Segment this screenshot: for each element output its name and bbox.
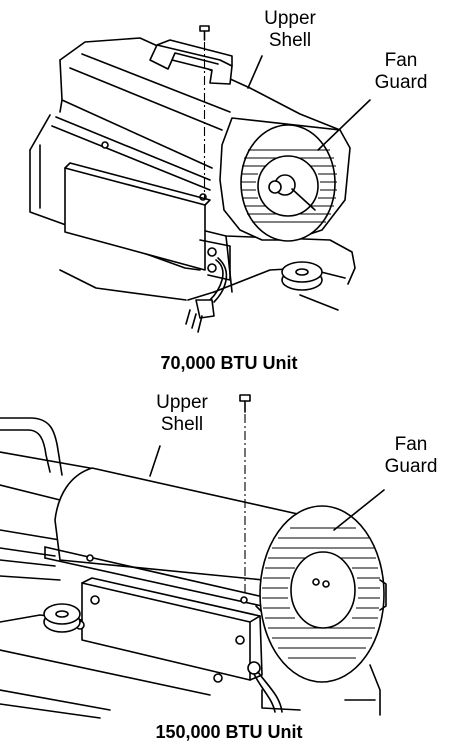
screw-top xyxy=(199,25,210,198)
screw-bottom xyxy=(239,394,251,596)
handle-tube xyxy=(0,417,63,476)
fan-guard-label-top: Fan Guard xyxy=(356,50,446,94)
upper-shell-label-line2: Shell xyxy=(268,30,312,51)
heater-150000-btu xyxy=(0,394,387,719)
power-cord xyxy=(247,661,283,713)
upper-shell-label-line1: Upper xyxy=(156,392,208,413)
upper-shell-leader xyxy=(247,55,263,89)
caption-70000-btu: 70,000 BTU Unit xyxy=(160,353,298,373)
fan-guard xyxy=(219,117,351,242)
upper-shell-label-line1: Upper xyxy=(264,8,316,29)
front-panel xyxy=(64,162,231,281)
upper-shell-label-bottom: Upper Shell xyxy=(142,392,222,436)
heater-70000-btu xyxy=(29,25,371,333)
upper-shell-label-top: Upper Shell xyxy=(250,8,330,52)
fan-guard-leader xyxy=(333,489,385,531)
fan-guard-label-line2: Guard xyxy=(374,72,428,93)
upper-shell-leader xyxy=(149,445,161,477)
fan-guard-label-bottom: Fan Guard xyxy=(366,434,456,478)
rubber-foot xyxy=(43,603,81,633)
fan-guard-label-line1: Fan xyxy=(394,434,428,455)
power-cord xyxy=(185,257,228,333)
handle xyxy=(149,39,233,85)
fan-guard xyxy=(259,505,387,683)
fan-guard-slats xyxy=(262,527,380,659)
fan-guard-label-line2: Guard xyxy=(384,456,438,477)
upper-shell-label-line2: Shell xyxy=(160,414,204,435)
rubber-foot xyxy=(281,261,323,291)
caption-150000-btu: 150,000 BTU Unit xyxy=(155,722,303,742)
fan-guard-leader xyxy=(317,99,371,151)
heater-base xyxy=(0,614,381,719)
fan-guard-label-line1: Fan xyxy=(384,50,418,71)
front-panel xyxy=(75,577,263,683)
